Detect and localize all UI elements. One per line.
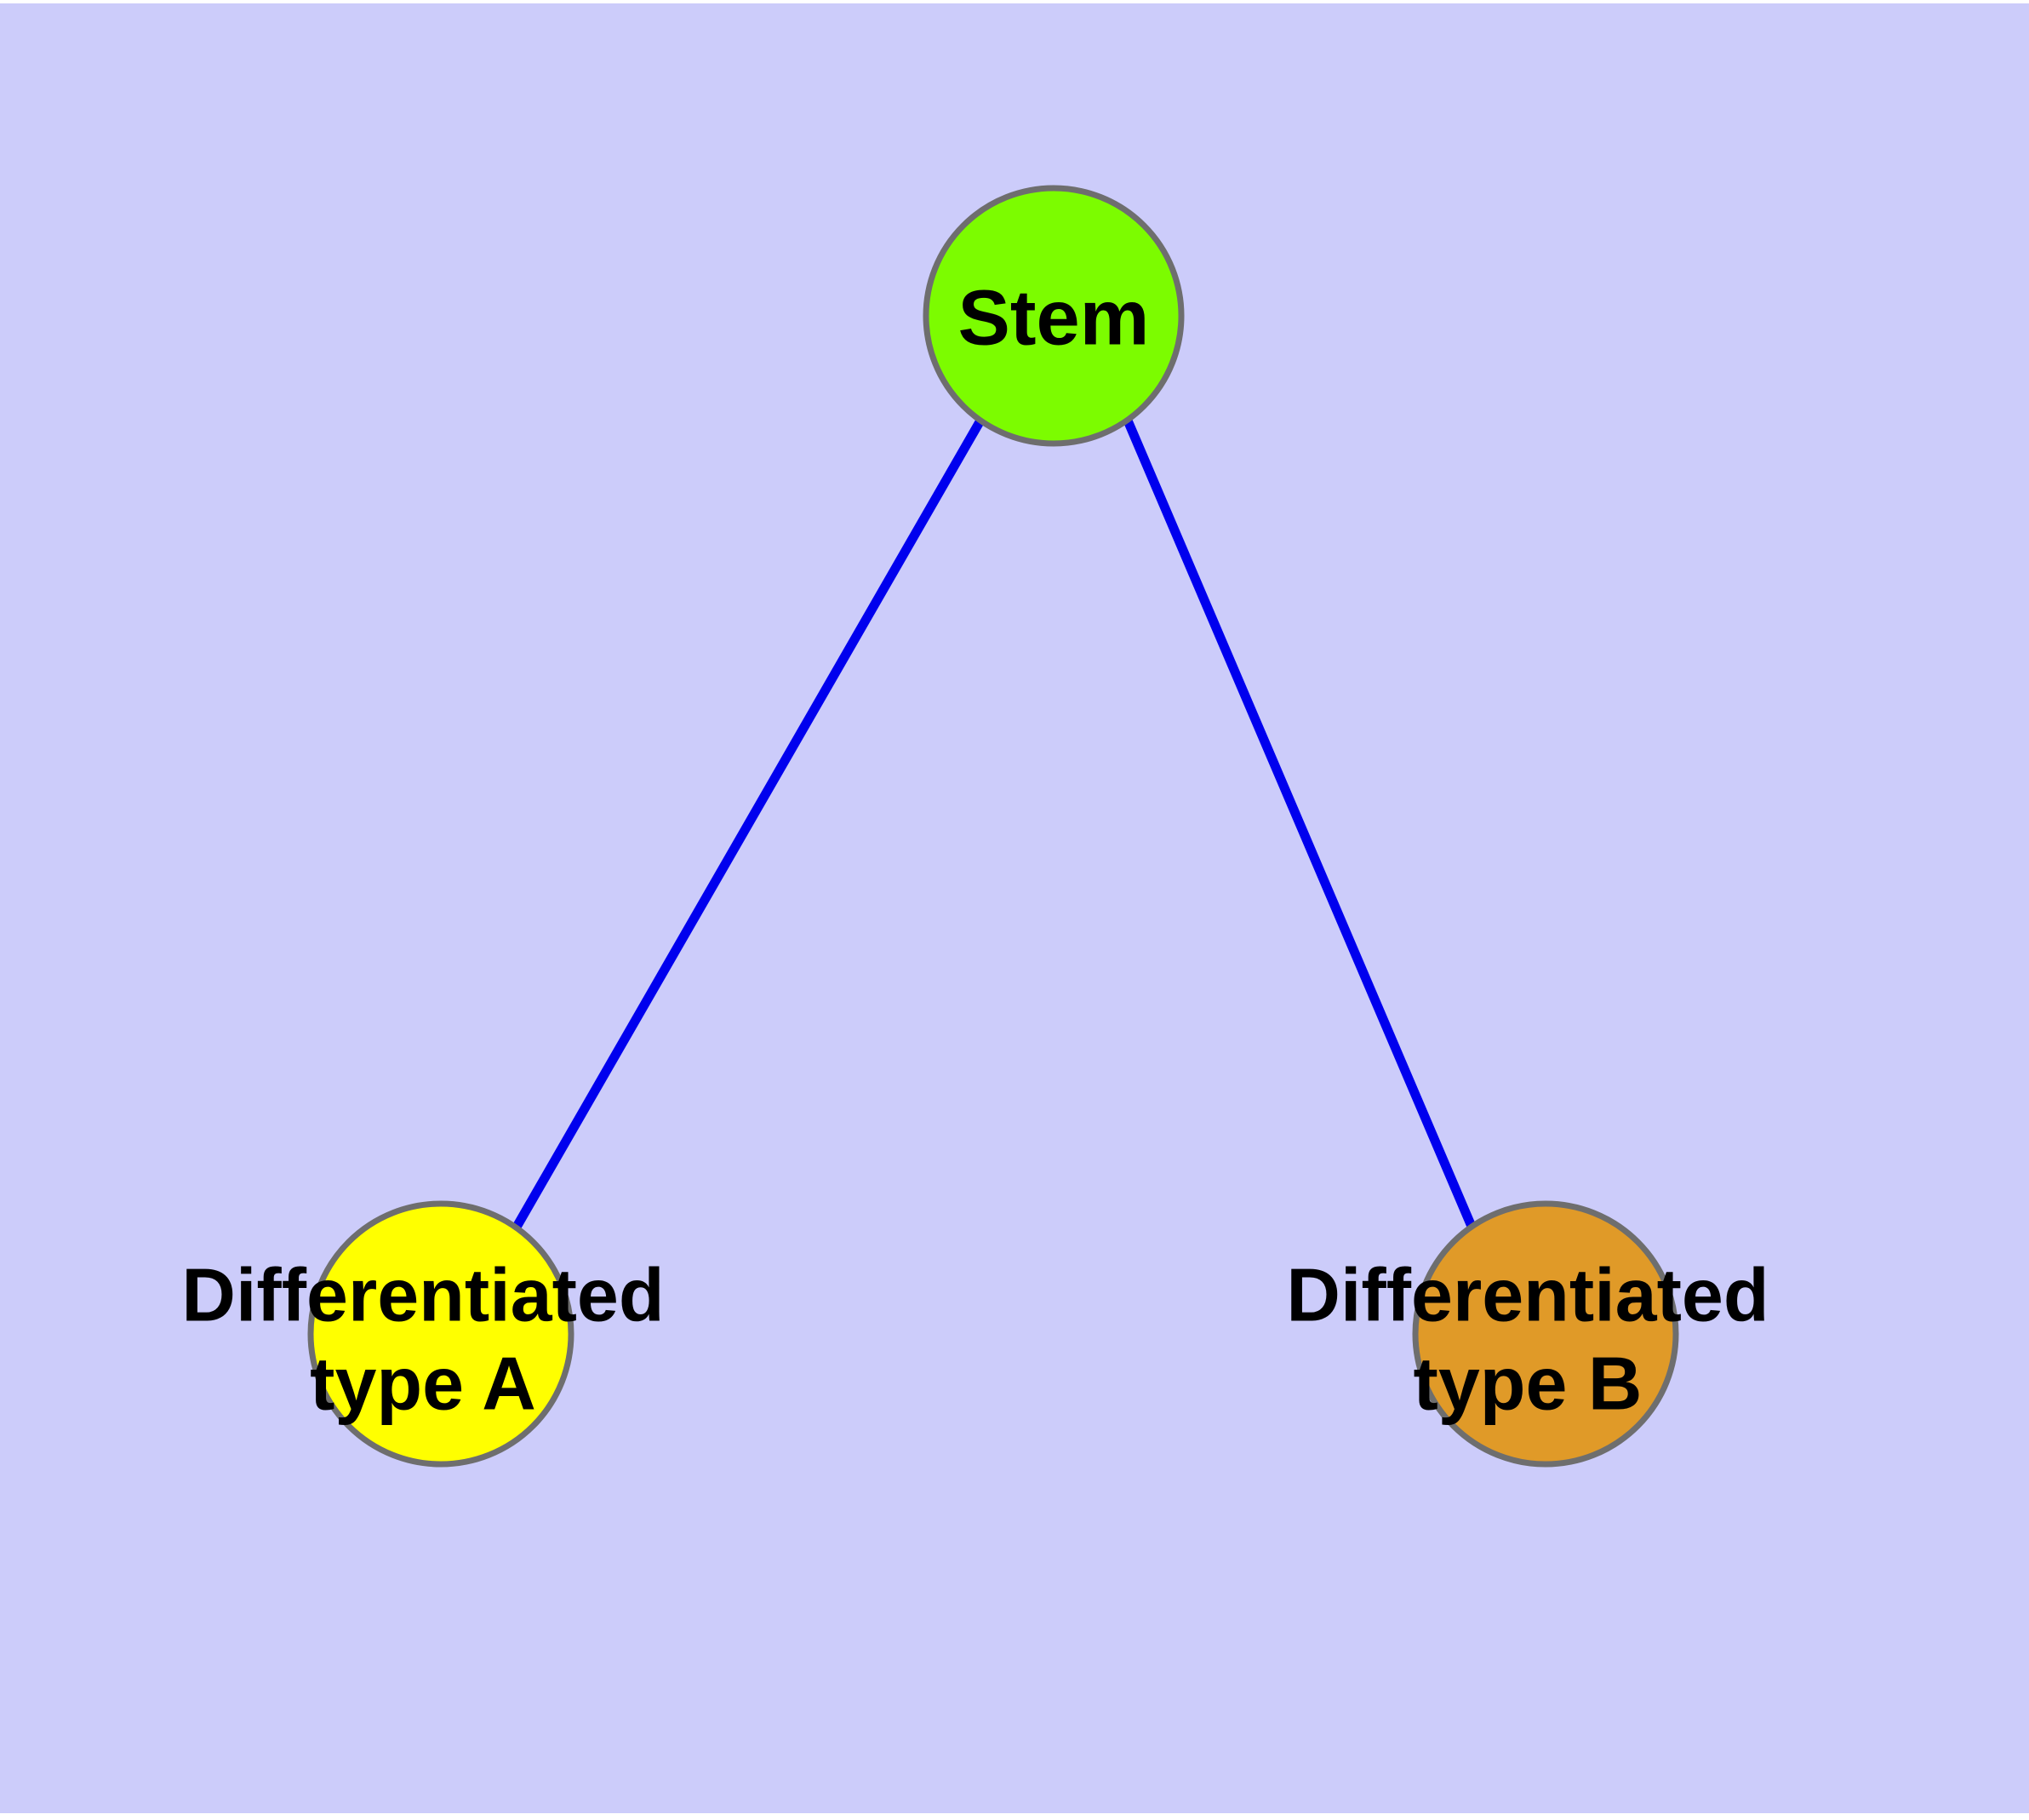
node-differentiated-type-b-label-line1: Differentiated <box>1286 1252 1769 1336</box>
edge-stem-to-differentiated-type-a[interactable] <box>512 418 985 1231</box>
node-differentiated-type-a[interactable]: Differentiated type A <box>181 1200 665 1468</box>
node-differentiated-type-b[interactable]: Differentiated type B <box>1286 1200 1769 1468</box>
node-differentiated-type-a-label-line1: Differentiated <box>181 1252 664 1336</box>
edge-layer <box>512 418 1477 1231</box>
node-differentiated-type-a-circle[interactable] <box>307 1200 574 1468</box>
node-differentiated-type-b-label-line2: type B <box>1414 1341 1643 1425</box>
graph-svg: Stem Differentiated type A Differentiate… <box>181 185 1769 1468</box>
node-stem-circle[interactable] <box>923 185 1185 447</box>
graph-background: Stem Differentiated type A Differentiate… <box>0 3 2029 1813</box>
node-differentiated-type-a-label-line2: type A <box>310 1341 536 1425</box>
node-stem-label: Stem <box>958 274 1150 361</box>
node-stem[interactable]: Stem <box>923 185 1185 447</box>
edge-stem-to-differentiated-type-b[interactable] <box>1123 418 1477 1231</box>
node-layer: Stem Differentiated type A Differentiate… <box>181 185 1769 1468</box>
node-differentiated-type-b-circle[interactable] <box>1412 1200 1679 1468</box>
